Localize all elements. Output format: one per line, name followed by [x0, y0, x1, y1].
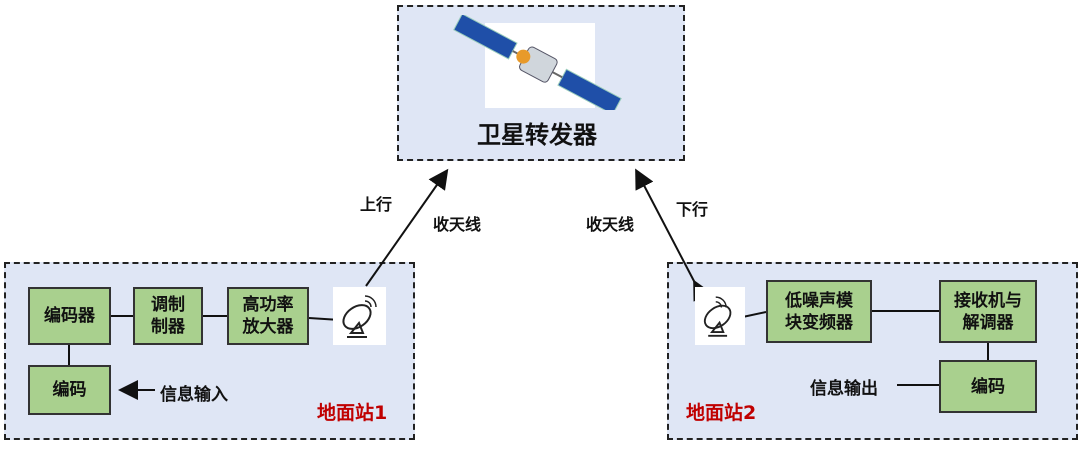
uplink-label: 上行 [360, 195, 393, 214]
receiver-demodulator-block: 接收机与解调器 [939, 280, 1037, 343]
satellite-icon [453, 15, 622, 110]
uplink-arrow [365, 168, 449, 287]
coding-block-1: 编码 [28, 365, 111, 415]
downlink-arrow [635, 168, 712, 302]
dish-antenna-icon-1 [333, 287, 386, 345]
dish-antenna-icon-2 [695, 287, 745, 345]
info-input-label: 信息输入 [160, 385, 228, 405]
lnb-block: 低噪声模块变频器 [766, 280, 872, 343]
modulator-block: 调制制器 [133, 287, 203, 345]
downlink-label: 下行 [676, 200, 709, 219]
station-1-label: 地面站1 [317, 402, 388, 424]
uplink-antenna-label: 收天线 [433, 215, 482, 234]
coding-block-2: 编码 [939, 360, 1037, 413]
station-2-label: 地面站2 [686, 402, 757, 424]
encoder-block: 编码器 [28, 287, 111, 345]
satellite-region: 卫星转发器 [397, 5, 685, 161]
info-output-label: 信息输出 [810, 379, 878, 399]
amplifier-block: 高功率放大器 [227, 287, 309, 345]
satellite-title: 卫星转发器 [477, 121, 597, 149]
downlink-antenna-label: 收天线 [586, 215, 635, 234]
